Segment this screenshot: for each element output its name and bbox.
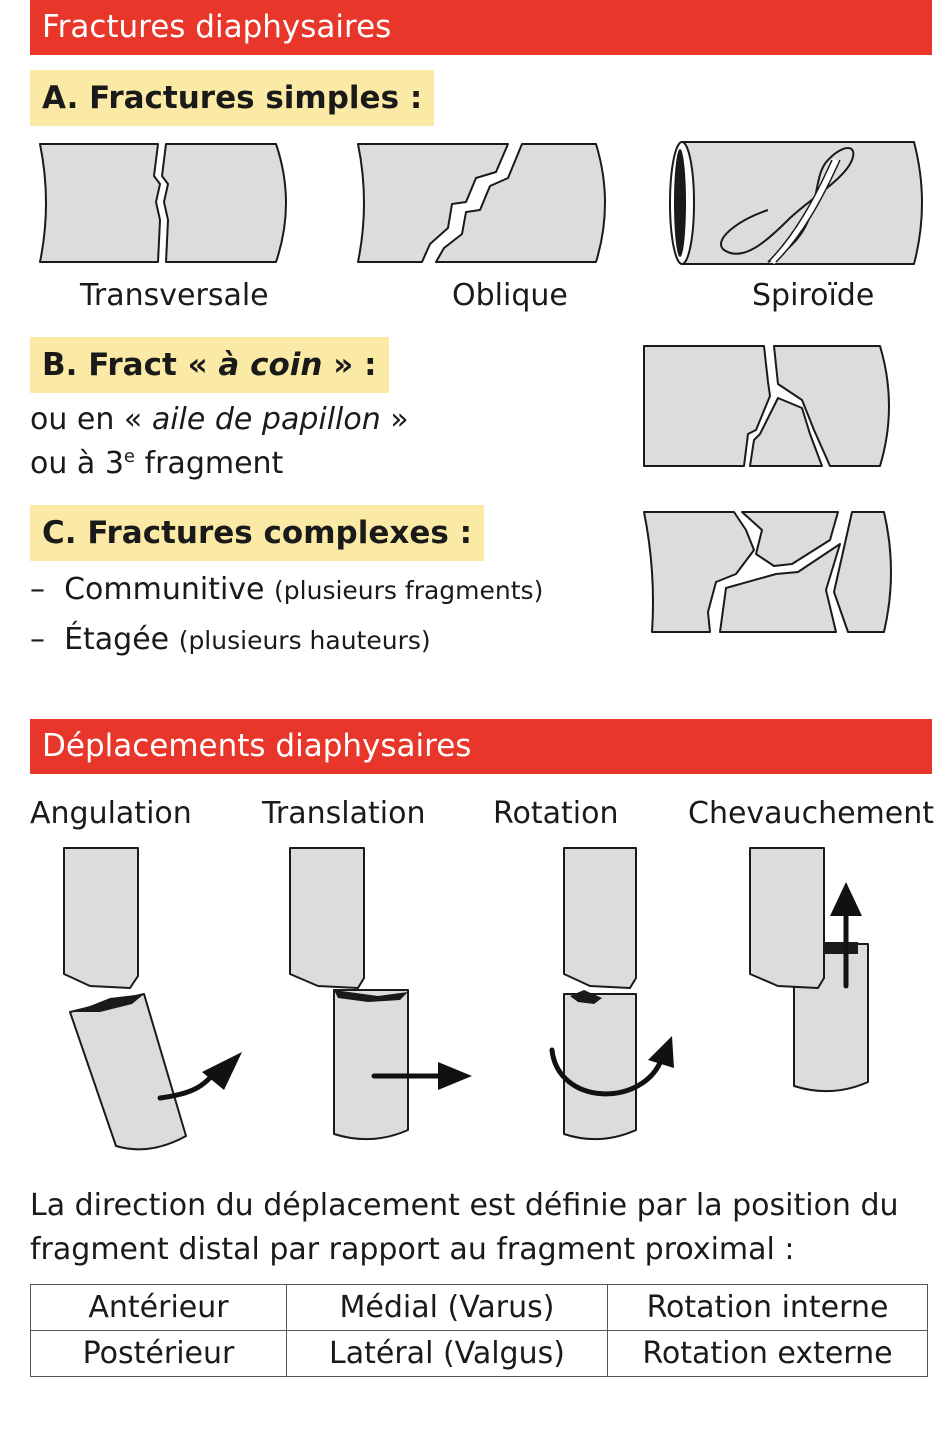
- complex-item-2-dash: –: [30, 622, 45, 657]
- table-row: Antérieur Médial (Varus) Rotation intern…: [30, 1284, 928, 1331]
- table-row: Postérieur Latéral (Valgus) Rotation ext…: [30, 1330, 928, 1377]
- wedge-title-pre: B. Fract «: [42, 347, 219, 383]
- description-line1: La direction du déplacement est définie …: [30, 1188, 899, 1223]
- table-cell: Rotation interne: [607, 1284, 928, 1331]
- angulation-illustration: [63, 847, 242, 1151]
- table-cell: Postérieur: [30, 1330, 287, 1377]
- complex-item-2-note: (plusieurs hauteurs): [178, 626, 431, 655]
- wedge-line1-post: »: [380, 402, 409, 437]
- displacement-direction-table: Antérieur Médial (Varus) Rotation intern…: [30, 1284, 928, 1377]
- wedge-line1-em: aile de papillon: [151, 402, 381, 437]
- description-line2: fragment distal par rapport au fragment …: [30, 1232, 795, 1267]
- complex-item-1-dash: –: [30, 572, 45, 607]
- table-cell: Médial (Varus): [286, 1284, 608, 1331]
- label-translation: Translation: [262, 796, 426, 831]
- wedge-line2-pre: ou à 3: [30, 446, 124, 481]
- label-oblique: Oblique: [452, 278, 568, 313]
- label-chevauchement: Chevauchement: [688, 796, 934, 831]
- rotation-illustration: [549, 847, 674, 1141]
- complex-item-2: – Étagée (plusieurs hauteurs): [30, 622, 431, 657]
- wedge-description-line2: ou à 3e fragment: [30, 446, 283, 481]
- section-banner-fractures: Fractures diaphysaires: [30, 0, 932, 55]
- section-banner-displacements: Déplacements diaphysaires: [30, 719, 932, 774]
- table-cell: Latéral (Valgus): [286, 1330, 608, 1377]
- label-transversale: Transversale: [80, 278, 269, 313]
- label-angulation: Angulation: [30, 796, 192, 831]
- wedge-line2-sup: e: [123, 446, 135, 467]
- subheading-simple-fractures: A. Fractures simples :: [30, 70, 435, 126]
- overlap-illustration: [749, 847, 869, 1093]
- table-cell: Rotation externe: [607, 1330, 928, 1377]
- oblique-fracture-illustration: [357, 143, 606, 263]
- wedge-title-em: à coin: [218, 347, 323, 383]
- table-cell: Antérieur: [30, 1284, 287, 1331]
- label-spiroide: Spiroïde: [752, 278, 875, 313]
- complex-item-1: – Communitive (plusieurs fragments): [30, 572, 543, 607]
- translation-illustration: [289, 847, 472, 1141]
- wedge-title-post: » :: [322, 347, 377, 383]
- wedge-fracture-illustration: [643, 345, 890, 467]
- wedge-line2-post: fragment: [135, 446, 284, 481]
- wedge-description-line1: ou en « aile de papillon »: [30, 402, 409, 437]
- spiral-fracture-illustration: [669, 141, 923, 265]
- label-rotation: Rotation: [493, 796, 619, 831]
- complex-fracture-illustration: [643, 511, 892, 633]
- subheading-complex-fractures: C. Fractures complexes :: [30, 505, 485, 561]
- transverse-fracture-illustration: [39, 143, 287, 263]
- complex-item-2-main: Étagée: [64, 622, 170, 657]
- complex-item-1-note: (plusieurs fragments): [274, 576, 544, 605]
- complex-item-1-main: Communitive: [64, 572, 265, 607]
- wedge-line1-pre: ou en «: [30, 402, 152, 437]
- subheading-wedge-fracture: B. Fract « à coin » :: [30, 337, 389, 393]
